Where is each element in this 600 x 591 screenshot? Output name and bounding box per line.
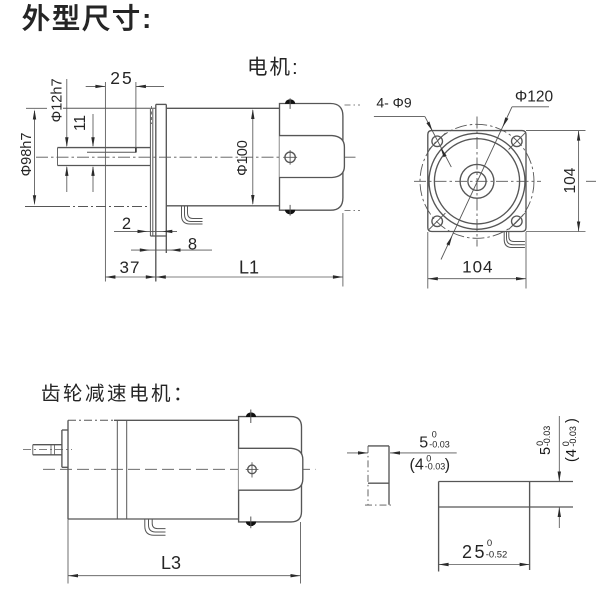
svg-text:0: 0	[561, 441, 571, 446]
svg-text:8: 8	[188, 235, 197, 253]
svg-text:25: 25	[462, 542, 487, 562]
svg-text:0: 0	[426, 453, 431, 463]
svg-text:电机:: 电机:	[247, 56, 300, 79]
svg-text:): )	[445, 456, 450, 473]
svg-text:(4: (4	[564, 449, 580, 462]
svg-text:0: 0	[432, 429, 437, 439]
svg-text:Φ98h7: Φ98h7	[19, 133, 35, 177]
svg-text:25: 25	[110, 68, 133, 88]
svg-text:-0.03: -0.03	[568, 426, 578, 447]
svg-text:): )	[564, 418, 580, 423]
svg-text:Φ120: Φ120	[515, 89, 554, 106]
svg-text:-0.03: -0.03	[429, 439, 450, 449]
svg-text:104: 104	[462, 258, 493, 277]
svg-text:外型尺寸:: 外型尺寸:	[22, 3, 153, 34]
svg-text:5: 5	[419, 435, 428, 452]
svg-text:-0.03: -0.03	[542, 426, 552, 447]
svg-text:0: 0	[535, 441, 545, 446]
svg-text:104: 104	[562, 167, 579, 193]
svg-text:Φ12h7: Φ12h7	[50, 78, 66, 122]
svg-text:11: 11	[72, 115, 89, 131]
svg-text:2: 2	[122, 215, 131, 233]
svg-text:-0.52: -0.52	[486, 550, 508, 561]
svg-text:-0.03: -0.03	[425, 461, 446, 471]
svg-text:(4: (4	[410, 456, 424, 473]
svg-text:Φ100: Φ100	[235, 140, 251, 176]
svg-text:4- Φ9: 4- Φ9	[376, 95, 412, 111]
svg-text:37: 37	[120, 258, 141, 277]
svg-text:0: 0	[487, 538, 492, 549]
svg-text:L3: L3	[161, 553, 181, 573]
svg-text:5: 5	[538, 447, 554, 455]
svg-text:齿轮减速电机：: 齿轮减速电机：	[41, 383, 195, 405]
svg-text:L1: L1	[239, 258, 259, 278]
